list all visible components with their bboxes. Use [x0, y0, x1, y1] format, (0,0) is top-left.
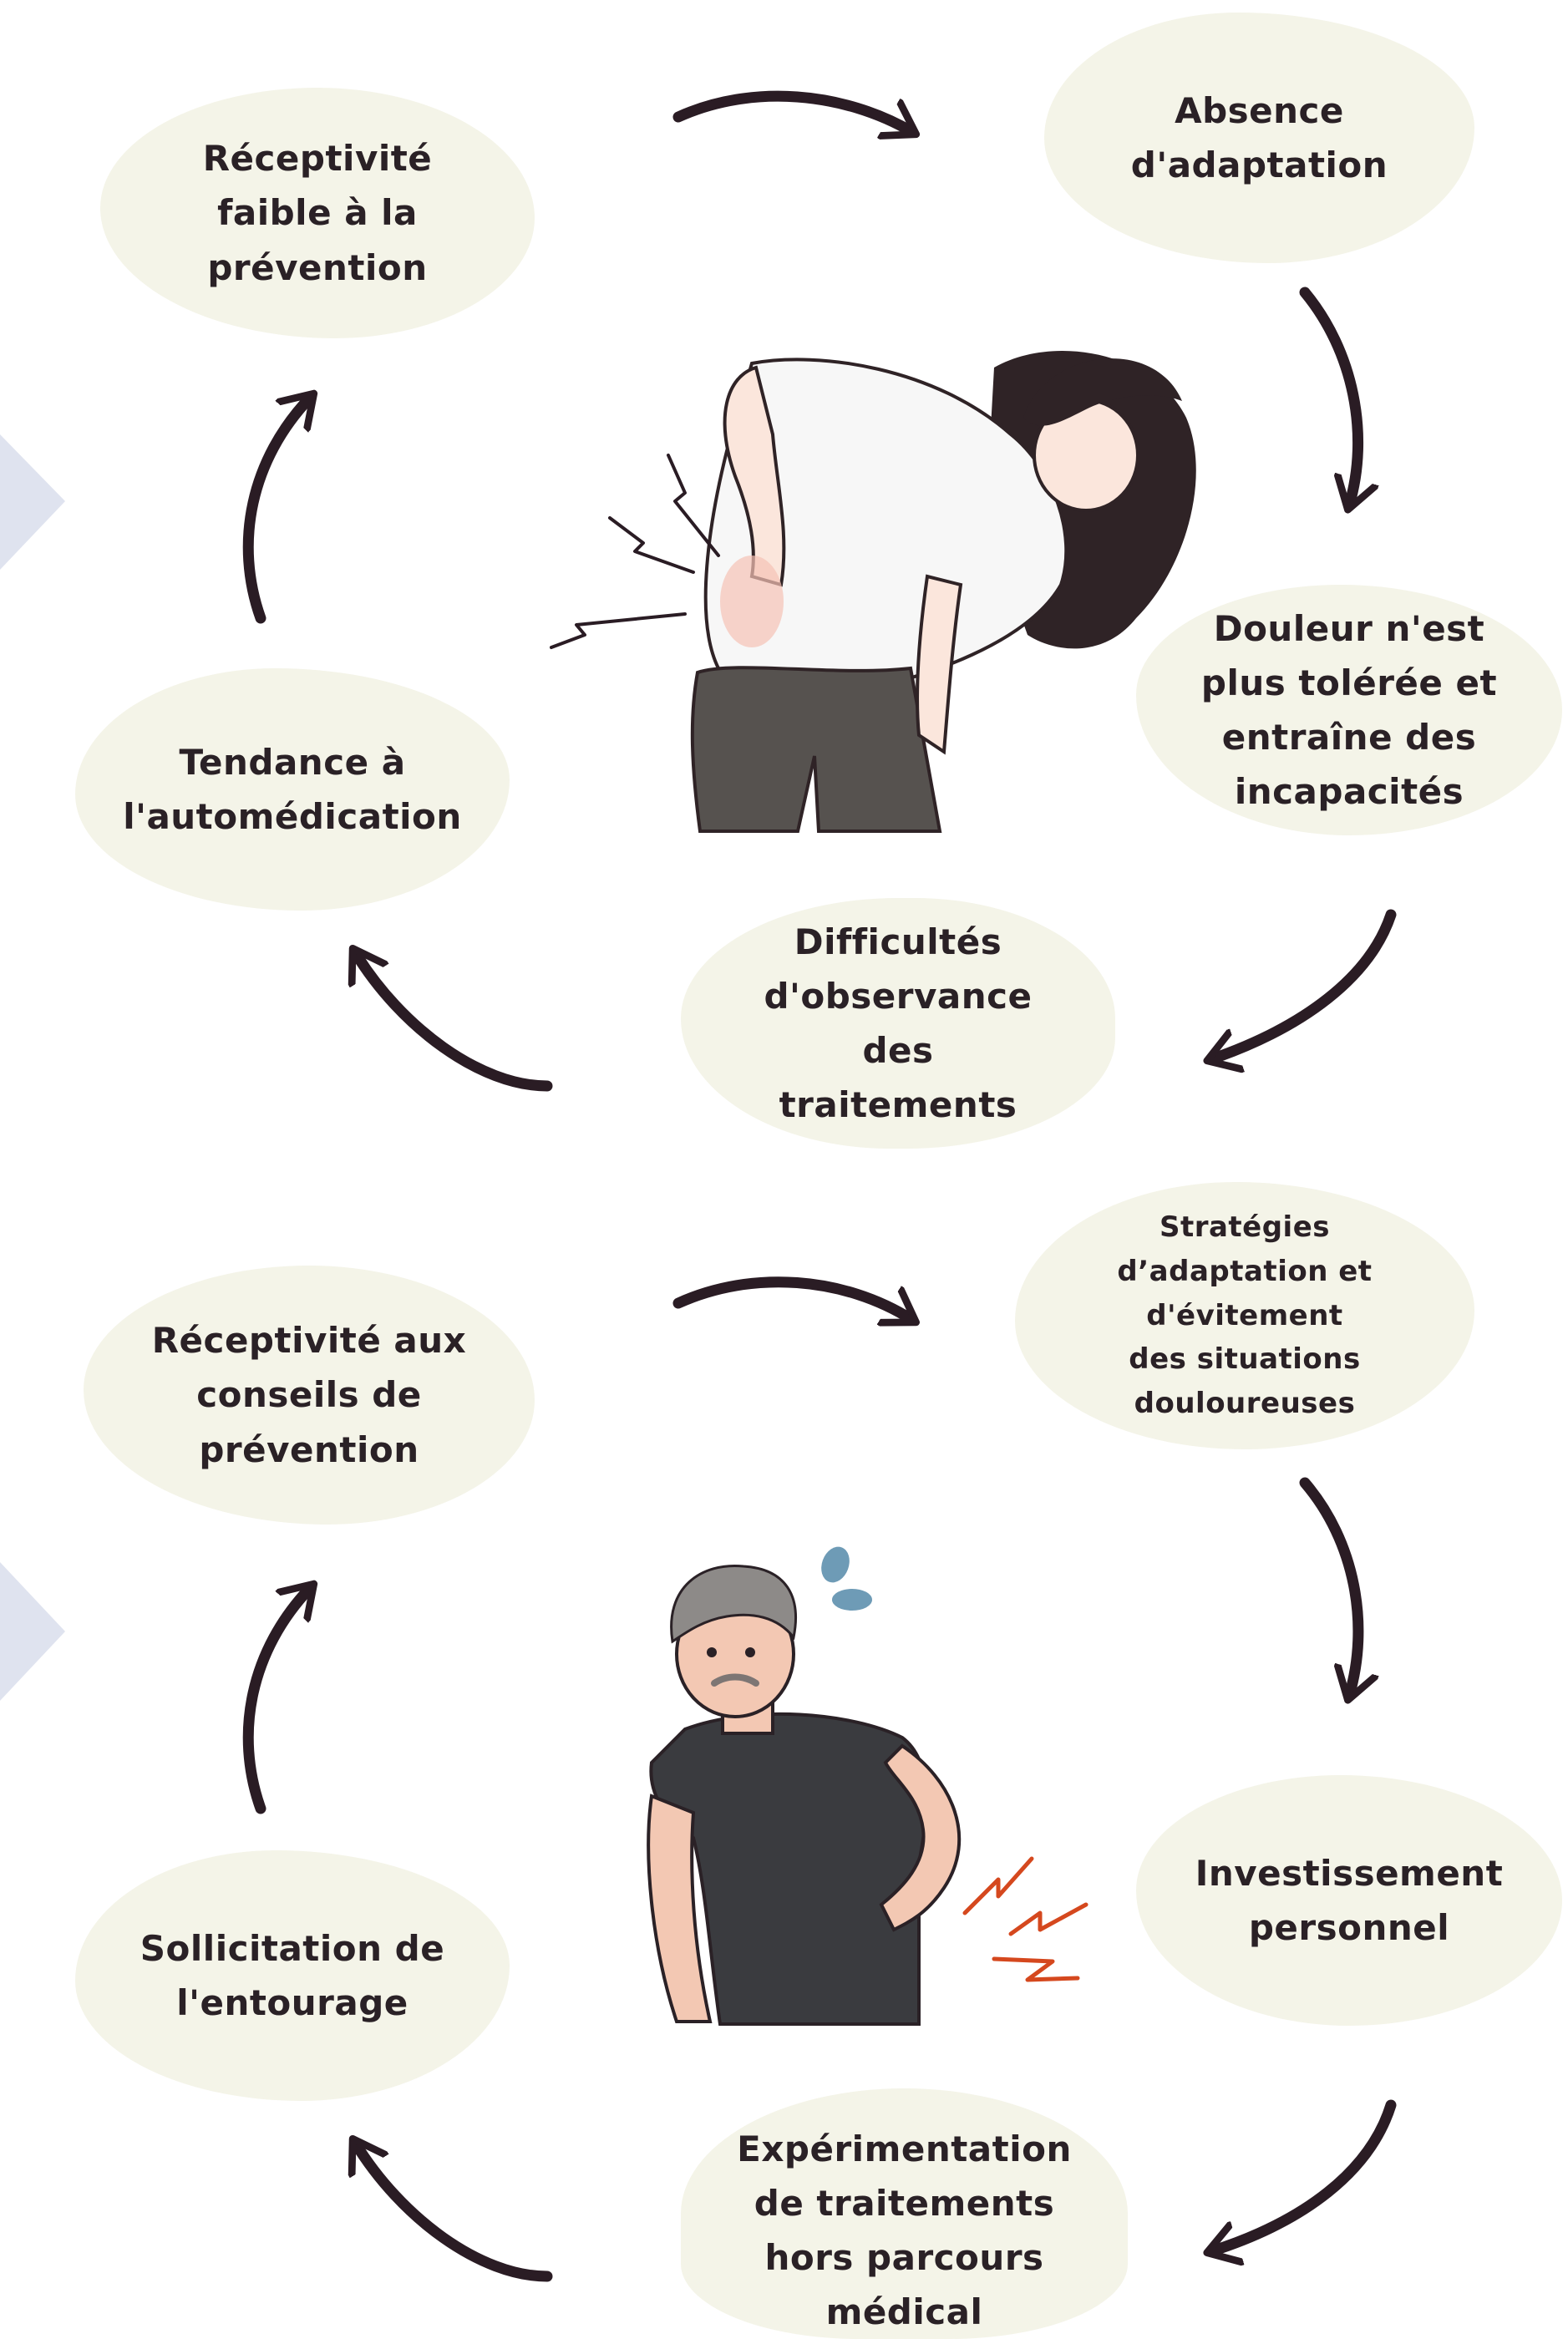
- node-label: Expérimentation de traitements hors parc…: [737, 2128, 1072, 2333]
- curved-arrow-icon: [355, 952, 553, 1092]
- node-receptivite-conseils: Réceptivité aux conseils de prévention: [84, 1266, 535, 1525]
- node-absence-adaptation: Absence d'adaptation: [1044, 13, 1474, 263]
- sweat-drop-icon: [821, 1546, 872, 1611]
- node-label: Tendance à l'automédication: [123, 741, 462, 837]
- node-label: Réceptivité faible à la prévention: [202, 138, 433, 288]
- curved-arrow-icon: [242, 397, 311, 624]
- pain-spark-icon: [550, 454, 720, 649]
- node-label: Douleur n'est plus tolérée et entraîne d…: [1200, 607, 1498, 813]
- elderly-man-back-pain-illustration: [647, 1546, 1088, 2026]
- node-sollicitation-entourage: Sollicitation de l'entourage: [75, 1850, 510, 2101]
- curved-arrow-icon: [1211, 2099, 1397, 2251]
- curved-arrow-icon: [242, 1587, 311, 1814]
- curved-arrow-icon: [672, 1276, 912, 1320]
- node-douleur-incapacites: Douleur n'est plus tolérée et entraîne d…: [1136, 585, 1562, 835]
- node-strategies-adaptation: Stratégies d’adaptation et d'évitement d…: [1015, 1182, 1474, 1449]
- node-tendance-automedication: Tendance à l'automédication: [75, 668, 510, 911]
- node-difficultes-observance: Difficultés d'observance des traitements: [681, 898, 1115, 1149]
- node-label: Sollicitation de l'entourage: [140, 1927, 445, 2023]
- node-receptivite-faible: Réceptivité faible à la prévention: [100, 88, 535, 338]
- node-label: Réceptivité aux conseils de prévention: [151, 1320, 467, 1470]
- chevron-right-icon: [0, 434, 65, 570]
- node-label: Investissement personnel: [1195, 1852, 1504, 1948]
- node-experimentation-traitements: Expérimentation de traitements hors parc…: [681, 2088, 1128, 2339]
- woman-back-pain-illustration: [550, 351, 1196, 833]
- pain-spark-icon: [962, 1856, 1088, 1982]
- curved-arrow-icon: [1299, 1477, 1358, 1696]
- curved-arrow-icon: [1299, 287, 1358, 505]
- curved-arrow-icon: [1211, 909, 1397, 1059]
- chevron-right-icon: [0, 1562, 65, 1701]
- node-label: Difficultés d'observance des traitements: [764, 921, 1033, 1126]
- node-label: Absence d'adaptation: [1130, 89, 1388, 185]
- curved-arrow-icon: [672, 90, 912, 132]
- node-label: Stratégies d’adaptation et d'évitement d…: [1117, 1210, 1373, 1421]
- curved-arrow-icon: [355, 2143, 553, 2282]
- node-investissement-personnel: Investissement personnel: [1136, 1775, 1562, 2026]
